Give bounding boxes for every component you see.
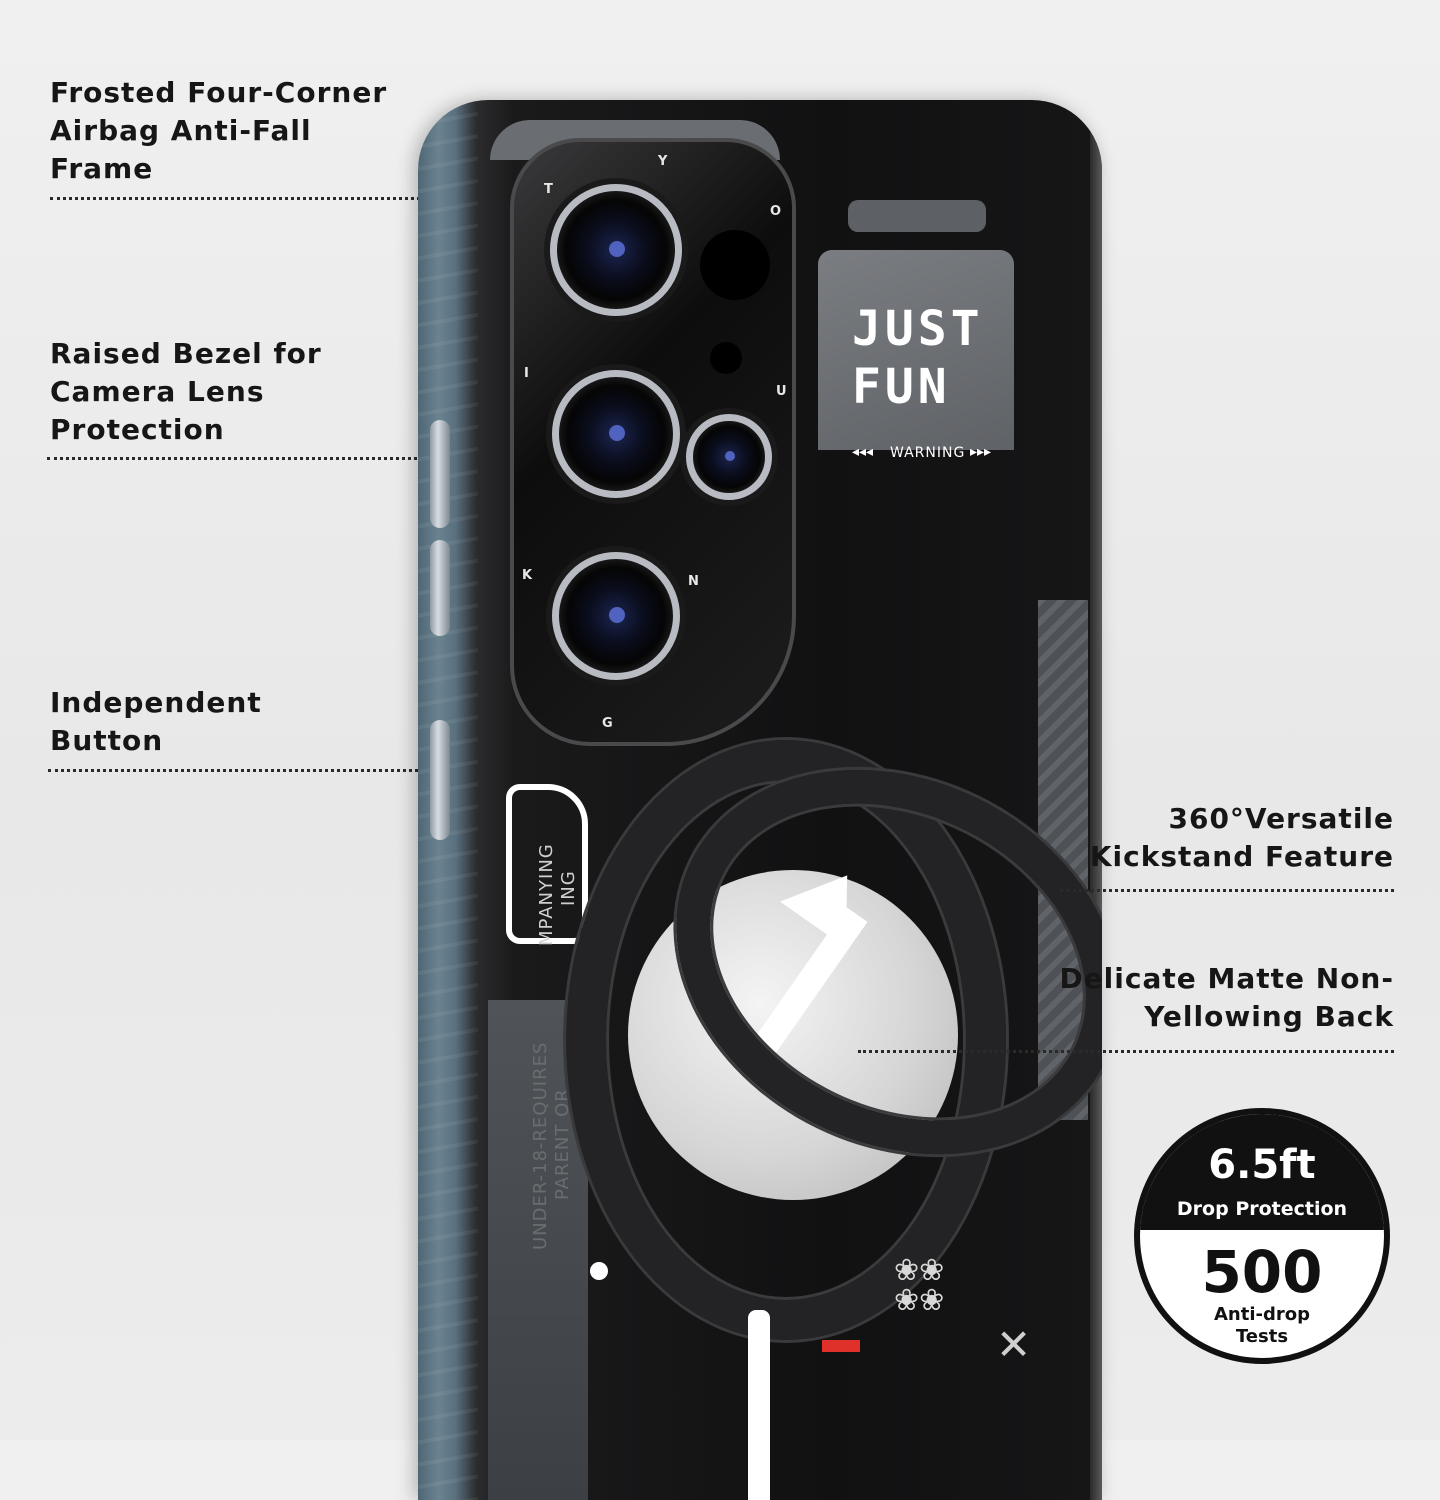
callout-bezel-leader xyxy=(47,457,525,460)
print-x-icon: ✕ xyxy=(996,1320,1032,1369)
callout-kickstand: 360°Versatile Kickstand Feature xyxy=(1089,802,1394,873)
print-red-mark xyxy=(822,1340,860,1352)
badge-top-band xyxy=(1140,1114,1384,1230)
raised-camera-bezel: T Y O I U K N G xyxy=(510,138,796,746)
callout-kickstand-leader xyxy=(1060,889,1394,892)
callout-bezel: Raised Bezel for Camera Lens Protection xyxy=(50,337,322,446)
side-button-middle[interactable] xyxy=(430,540,450,636)
badge-height-value: 6.5ft xyxy=(1208,1142,1316,1188)
callout-button: Independent Button xyxy=(50,686,262,757)
flash-window xyxy=(700,230,770,300)
sensor-hole xyxy=(710,342,742,374)
badge-tests-label: Anti-drop Tests xyxy=(1213,1304,1310,1347)
phone-case: JUST FUN ◂◂◂ WARNING ▸▸▸ T Y O I U K N G… xyxy=(418,100,1102,1500)
side-button-power[interactable] xyxy=(430,720,450,840)
badge-height-label: Drop Protection xyxy=(1176,1198,1348,1220)
print-hatch-band xyxy=(1038,600,1088,1120)
camera-lens-ultrawide xyxy=(552,552,680,680)
callout-button-leader xyxy=(48,769,442,772)
badge-tests-value: 500 xyxy=(1201,1238,1323,1306)
print-label-text-1: MPANYING xyxy=(536,843,557,946)
print-slot xyxy=(848,200,986,232)
callout-frame: Frosted Four-Corner Airbag Anti-Fall Fra… xyxy=(50,76,388,185)
fine-print-1: UNDER-18-REQUIRES xyxy=(530,1041,551,1250)
phone-right-edge xyxy=(1090,100,1102,1500)
callout-frame-leader xyxy=(50,197,445,200)
camera-lens-main xyxy=(550,184,682,316)
print-dot xyxy=(590,1262,608,1280)
just-fun-headline: JUST FUN xyxy=(852,301,984,415)
drop-protection-badge: 6.5ft Drop Protection 500 Anti-drop Test… xyxy=(1134,1108,1390,1364)
print-grey-panel xyxy=(818,250,1014,450)
warning-label: WARNING xyxy=(890,445,966,461)
camera-lens-telephoto xyxy=(686,414,772,500)
callout-back-leader xyxy=(858,1050,1394,1053)
warning-arrows-left: ◂◂◂ xyxy=(852,444,874,460)
print-white-bar xyxy=(748,1310,770,1500)
callout-back: Delicate Matte Non- Yellowing Back xyxy=(1059,962,1394,1033)
print-flower-icon: ❀❀❀❀ xyxy=(894,1253,945,1318)
side-button-upper[interactable] xyxy=(430,420,450,528)
print-label-frame xyxy=(506,784,588,944)
fine-print-2: PARENT OR xyxy=(552,1088,573,1200)
camera-lens-periscope xyxy=(552,370,680,498)
print-label-text-2: ING xyxy=(558,870,579,906)
warning-arrows-right: ▸▸▸ xyxy=(970,444,992,460)
